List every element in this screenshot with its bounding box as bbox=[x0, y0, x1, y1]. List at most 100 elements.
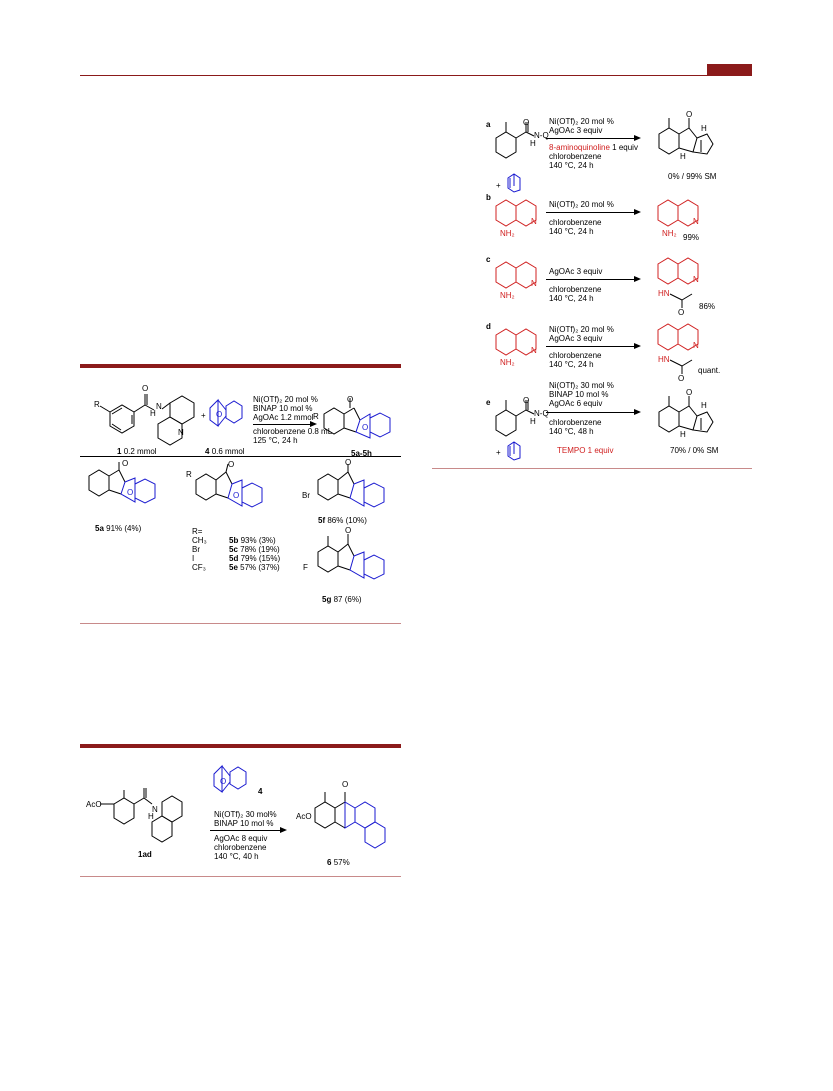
p5g-f: F bbox=[303, 563, 308, 572]
scheme3-h: H bbox=[148, 812, 154, 821]
r-row-2-sub: Br bbox=[192, 545, 200, 554]
e-amide-o: O bbox=[523, 396, 530, 405]
b-reactant-n: N bbox=[531, 217, 537, 226]
scheme3-below-1: AgOAc 8 equiv bbox=[214, 834, 268, 843]
r-row-1-sub: CH₃ bbox=[192, 536, 207, 545]
a-above-2: AgOAc 3 equiv bbox=[549, 126, 603, 135]
c-product-o: O bbox=[678, 308, 685, 317]
b-arrow-head bbox=[634, 209, 641, 215]
a-below-1: chlorobenzene bbox=[549, 152, 602, 161]
b-result: 99% bbox=[683, 233, 700, 242]
e-below-2: 140 °C, 48 h bbox=[549, 427, 594, 436]
reactant4-label: 4 0.6 mmol bbox=[205, 447, 245, 456]
r-row-3: 5d 79% (15%) bbox=[229, 554, 281, 563]
scheme-b-label: b bbox=[486, 193, 491, 202]
scheme-e-reactant bbox=[495, 400, 535, 437]
b-reactant-nh2: NH₂ bbox=[500, 229, 515, 238]
d-below-2: 140 °C, 24 h bbox=[549, 360, 594, 369]
d-reactant-n: N bbox=[531, 346, 537, 355]
c-result: 86% bbox=[699, 302, 716, 311]
e-amide-n: N-Q bbox=[534, 409, 549, 418]
c-above-1: AgOAc 3 equiv bbox=[549, 267, 603, 276]
t2-reagent-1: Ni(OTf)₂ 20 mol % bbox=[253, 395, 318, 404]
b-below-2: 140 °C, 24 h bbox=[549, 227, 594, 236]
d-above-1: Ni(OTf)₂ 20 mol % bbox=[549, 325, 614, 334]
scheme3-n: N bbox=[152, 805, 158, 814]
p5a-label: 5a 91% (4%) bbox=[95, 524, 142, 533]
p5f-label: 5f 86% (10%) bbox=[318, 516, 367, 525]
e-above-2: BINAP 10 mol % bbox=[549, 390, 609, 399]
scheme3-below-3: 140 °C, 40 h bbox=[214, 852, 259, 861]
quinoline-n-t2: N bbox=[178, 428, 184, 437]
scheme-e-label: e bbox=[486, 398, 491, 407]
product-6-structure bbox=[314, 792, 386, 849]
e-product-h1: H bbox=[701, 401, 707, 410]
reactant-1ad-structure bbox=[100, 788, 183, 843]
p5g-label: 5g 87 (6%) bbox=[322, 595, 362, 604]
p5b-r: R bbox=[186, 470, 192, 479]
amide-n-t2: N bbox=[156, 402, 162, 411]
e-above-1: Ni(OTf)₂ 30 mol % bbox=[549, 381, 614, 390]
plus-sign-t2: + bbox=[201, 411, 206, 420]
e-arrow-head bbox=[634, 409, 641, 415]
product-5b-5e-structure bbox=[195, 463, 263, 508]
p5b-bridge-o: O bbox=[233, 491, 240, 500]
scheme3-aco: AcO bbox=[86, 800, 102, 809]
e-above-3: AgOAc 6 equiv bbox=[549, 399, 603, 408]
scheme-e-product bbox=[658, 396, 714, 433]
scheme-a-product bbox=[658, 118, 714, 155]
reactant4-o: O bbox=[216, 410, 223, 419]
scheme3-arrow-head bbox=[280, 827, 287, 833]
e-amide-h: H bbox=[530, 417, 536, 426]
r-row-2: 5c 78% (19%) bbox=[229, 545, 280, 554]
b-product-n: N bbox=[693, 217, 699, 226]
amide-o-t2: O bbox=[142, 384, 149, 393]
table2-bottom-rule bbox=[80, 623, 401, 624]
scheme-right-bottom-rule bbox=[432, 468, 752, 469]
c-product-n: N bbox=[693, 275, 699, 284]
scheme-d-label: d bbox=[486, 322, 491, 331]
product-6-o: O bbox=[342, 780, 349, 789]
a-arrow-head bbox=[634, 135, 641, 141]
a-amide-o: O bbox=[523, 118, 530, 127]
header-rule bbox=[80, 75, 752, 76]
c-arrow-line bbox=[546, 279, 636, 280]
r-row-3-sub: I bbox=[192, 554, 195, 563]
p5-o: O bbox=[347, 395, 354, 404]
p5a-o: O bbox=[122, 459, 129, 468]
header-tab bbox=[707, 64, 752, 75]
scheme-a-label: a bbox=[486, 120, 491, 129]
a-product-o: O bbox=[686, 110, 693, 119]
c-reactant-n: N bbox=[531, 279, 537, 288]
scheme3-reagent-4 bbox=[213, 764, 247, 793]
e-below-1: chlorobenzene bbox=[549, 418, 602, 427]
reactant1-label: 1 0.2 mmol bbox=[117, 447, 157, 456]
scheme3-arrow-line bbox=[210, 830, 282, 831]
p5f-o: O bbox=[345, 458, 352, 467]
a-red-line: 8-aminoquinoline 1 equiv bbox=[549, 143, 638, 152]
e-product-o: O bbox=[686, 388, 693, 397]
b-above-1: Ni(OTf)₂ 20 mol % bbox=[549, 200, 614, 209]
e-norbornene bbox=[507, 441, 521, 461]
scheme-d-product bbox=[657, 323, 699, 374]
a-above-1: Ni(OTf)₂ 20 mol % bbox=[549, 117, 614, 126]
scheme3-bottom-rule bbox=[80, 876, 401, 877]
c-reactant-nh2: NH₂ bbox=[500, 291, 515, 300]
product-range-label: 5a-5h bbox=[351, 449, 372, 458]
d-below-1: chlorobenzene bbox=[549, 351, 602, 360]
a-amide-n: N-Q bbox=[534, 131, 549, 140]
c-product-hn: HN bbox=[658, 289, 670, 298]
scheme-c-reactant bbox=[495, 261, 537, 289]
p5-r: R bbox=[313, 412, 319, 421]
p5b-o: O bbox=[228, 460, 235, 469]
table2-top-rule bbox=[80, 364, 401, 368]
a-plus: + bbox=[496, 181, 501, 190]
t2-arrow-line bbox=[253, 424, 313, 425]
a-amide-h: H bbox=[530, 139, 536, 148]
p5a-bridge-o: O bbox=[127, 488, 134, 497]
e-arrow-line bbox=[546, 412, 636, 413]
e-product-h2: H bbox=[680, 430, 686, 439]
d-result: quant. bbox=[698, 366, 721, 375]
a-product-h1: H bbox=[701, 124, 707, 133]
p5-bridge-o: O bbox=[362, 423, 369, 432]
